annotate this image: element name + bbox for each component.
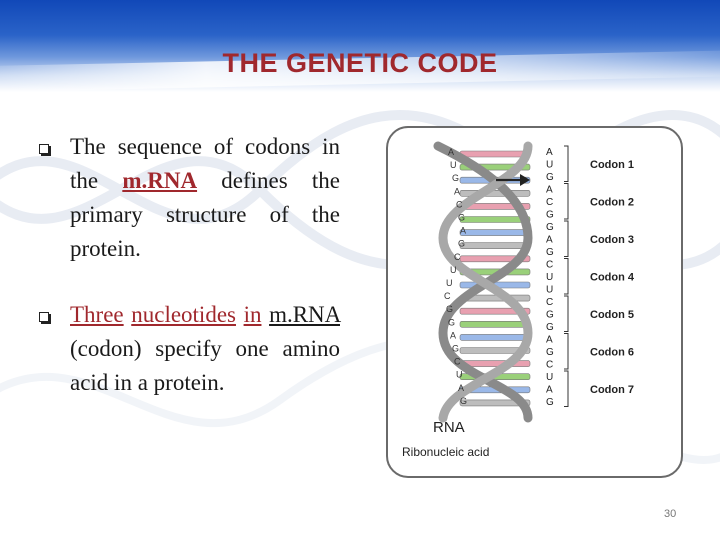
codon-base-letter: C: [546, 260, 553, 271]
slide-title: THE GENETIC CODE: [0, 48, 720, 79]
codon-base-letter: U: [546, 160, 553, 171]
three-underlined: Three: [70, 302, 124, 327]
left-base-letter: U: [456, 370, 463, 380]
codon-label: Codon 3: [590, 234, 634, 246]
mrna-emphasis: m.RNA: [122, 168, 197, 193]
bullet-text-1: The sequence of codons in the m.RNA defi…: [70, 130, 340, 266]
codon-base-letter: C: [546, 360, 553, 371]
base-pair-rung: [460, 151, 530, 157]
base-pair-rung: [460, 334, 530, 340]
left-base-letter: A: [450, 330, 456, 340]
left-base-letter: U: [446, 278, 453, 288]
codon-label: Codon 7: [590, 384, 634, 396]
codon-base-letter: A: [546, 335, 553, 346]
codon-base-letter: U: [546, 285, 553, 296]
codon-bracket: [564, 296, 568, 332]
left-base-letter: G: [458, 213, 465, 223]
figure-caption: Ribonucleic acid: [402, 445, 489, 459]
left-base-letter: A: [460, 226, 466, 236]
codon-base-letter: G: [546, 397, 554, 408]
codon-bracket: [564, 221, 568, 257]
codon-label: Codon 6: [590, 346, 634, 358]
codon-label: Codon 4: [590, 271, 635, 283]
codon-bracket: [564, 259, 568, 295]
codon-base-letter: G: [546, 347, 554, 358]
left-base-letter: A: [448, 147, 454, 157]
left-base-letter: A: [454, 186, 460, 196]
in-underlined: in: [244, 302, 262, 327]
left-base-letter: G: [452, 344, 459, 354]
codon-base-letter: U: [546, 272, 553, 283]
codon-base-letter: C: [546, 297, 553, 308]
left-base-letter: G: [448, 317, 455, 327]
base-pair-rung: [460, 243, 530, 249]
codon-label: Codon 2: [590, 196, 634, 208]
left-base-letter: C: [454, 357, 461, 367]
rna-label: RNA: [433, 419, 465, 436]
codon-label: Codon 5: [590, 309, 634, 321]
codon-base-letter: A: [546, 147, 553, 158]
codon-base-letter: G: [546, 172, 554, 183]
left-base-letter: C: [456, 199, 463, 209]
codon-base-letter: G: [546, 222, 554, 233]
bullet-text-2: Three nucleotides in m.RNA (codon) speci…: [70, 298, 340, 400]
codon-base-letter: G: [546, 210, 554, 221]
bullet-marker: [38, 143, 52, 157]
codon-base-letter: G: [546, 310, 554, 321]
codon-base-letter: U: [546, 372, 553, 383]
codon-base-letter: A: [546, 385, 553, 396]
mrna-underlined: m.RNA: [269, 302, 340, 327]
codon-bracket: [564, 371, 568, 407]
codon-bracket: [564, 146, 568, 182]
codon-base-letter: G: [546, 322, 554, 333]
left-base-letter: G: [460, 396, 467, 406]
base-pair-rung: [460, 230, 530, 236]
left-base-letter: A: [458, 383, 464, 393]
codon-base-letter: G: [546, 247, 554, 258]
codon-base-letter: A: [546, 185, 553, 196]
base-pair-rung: [460, 321, 530, 327]
bullet-marker: [38, 311, 52, 325]
codon-label: Codon 1: [590, 159, 634, 171]
space: [261, 302, 269, 327]
left-base-letter: G: [446, 304, 453, 314]
left-base-letter: U: [450, 265, 457, 275]
left-base-letter: C: [444, 291, 451, 301]
page-number: 30: [664, 508, 676, 520]
codon-bracket: [564, 184, 568, 220]
left-base-letter: G: [452, 173, 459, 183]
left-base-letter: U: [450, 160, 457, 170]
nucleotides-underlined: nucleotides: [131, 302, 236, 327]
left-base-letter: G: [458, 239, 465, 249]
bullet-2-text-part: (codon) specify one amino acid in a prot…: [70, 336, 340, 395]
codon-bracket: [564, 334, 568, 370]
codon-base-letter: A: [546, 235, 553, 246]
codon-base-letter: C: [546, 197, 553, 208]
left-base-letter: C: [454, 252, 461, 262]
space: [236, 302, 244, 327]
